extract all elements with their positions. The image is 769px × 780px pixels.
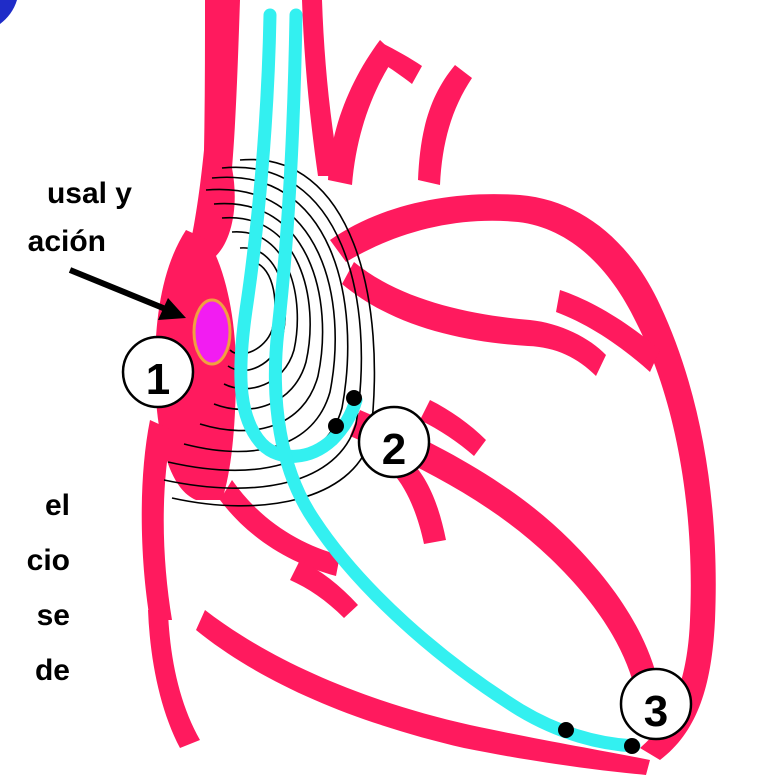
- marker-number-3: 3: [626, 690, 686, 734]
- caption-side-line-3: se: [0, 600, 70, 632]
- caption-top-line-1: usal y: [0, 178, 132, 210]
- ventricle-inner: [342, 262, 606, 376]
- marker-number-2: 2: [364, 428, 424, 472]
- caption-side-line-4: de: [0, 655, 70, 687]
- electrode-4: [624, 738, 640, 754]
- branch-left: [142, 420, 172, 620]
- caption-side-line-1: el: [0, 490, 70, 522]
- corner-accent: [0, 0, 17, 24]
- caption-top-line-2: ación: [0, 226, 106, 258]
- electrode-2: [328, 418, 344, 434]
- caption-side-line-2: cio: [0, 545, 70, 577]
- electrode-3: [558, 722, 574, 738]
- arch-vessel-2: [376, 42, 422, 84]
- superior-vena-cava: [186, 0, 240, 262]
- electrode-1: [346, 390, 362, 406]
- arch-vessel-3: [418, 65, 472, 185]
- branch-left-lower: [148, 610, 200, 748]
- arrow-shaft: [70, 270, 168, 310]
- marker-number-1: 1: [128, 358, 188, 402]
- heart-illustration: [142, 0, 716, 775]
- sinus-node: [194, 300, 230, 364]
